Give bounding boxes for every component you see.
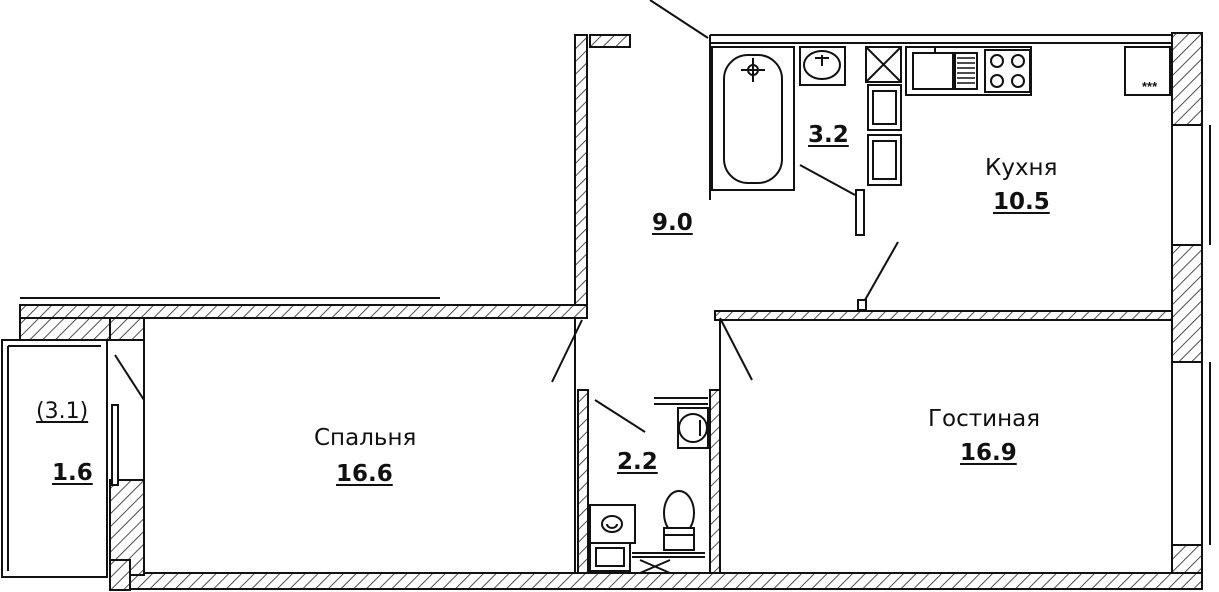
kitchen-name: Кухня — [985, 155, 1058, 181]
bedroom-door-line — [551, 319, 583, 383]
balcony-area: 1.6 — [52, 460, 93, 486]
kitchen-sink — [912, 52, 954, 90]
bedroom-name: Спальня — [314, 425, 417, 451]
living-area: 16.9 — [960, 440, 1017, 466]
toilet-area: 2.2 — [617, 449, 658, 475]
stove-mark: *** — [1142, 79, 1158, 94]
bathtub-inner — [723, 54, 783, 184]
bathroom-door-line — [799, 164, 856, 196]
toilet-fixtures — [589, 407, 709, 574]
toilet-door-line — [594, 399, 646, 433]
wall-toilet-left — [577, 389, 589, 574]
door-swings — [111, 0, 899, 486]
wall-bedroom-top — [19, 304, 588, 319]
wall-kitchen-living — [714, 310, 1173, 321]
wall-top-entry — [589, 34, 631, 48]
outlines — [1, 34, 1211, 578]
kitchen-fixtures — [905, 46, 1171, 96]
kitchen-area: 10.5 — [993, 189, 1050, 215]
living-name: Гостиная — [928, 406, 1041, 432]
entry-door-line — [649, 0, 709, 39]
kitchen-door-line — [864, 241, 899, 301]
walls — [19, 32, 1203, 591]
wall-balcony-top — [19, 317, 111, 341]
living-door-line — [719, 317, 753, 381]
hall-area: 9.0 — [652, 210, 693, 236]
balcony-door-line — [114, 354, 145, 401]
wall-bottom — [109, 572, 1203, 590]
fridge — [1124, 46, 1171, 96]
boiler — [589, 504, 636, 544]
bathroom-fixtures — [711, 46, 902, 191]
bathroom-area: 3.2 — [808, 122, 849, 148]
wall-bedroom-left — [109, 317, 145, 341]
balcony-area-total: (3.1) — [36, 399, 89, 424]
wall-balcony-bottom — [109, 559, 131, 591]
wall-toilet-right — [709, 389, 721, 574]
bedroom-area: 16.6 — [336, 461, 393, 487]
wall-right-mid — [1171, 244, 1203, 363]
stove — [984, 49, 1031, 93]
wall-right-top — [1171, 32, 1203, 126]
wall-hall-left — [574, 34, 588, 306]
